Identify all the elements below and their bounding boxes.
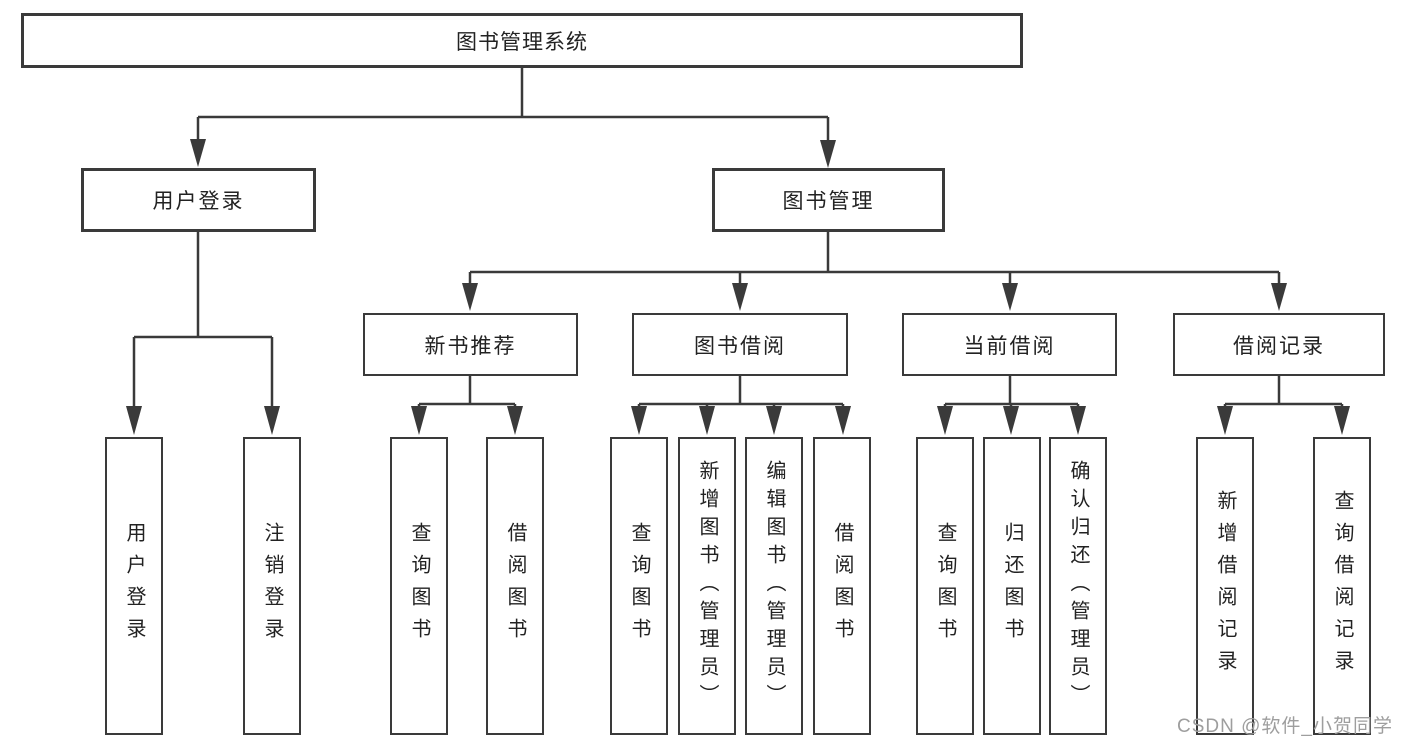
leaf-confirm-return-admin: 确认归还（管理员） xyxy=(1049,437,1107,735)
node-borrow-records: 借阅记录 xyxy=(1173,313,1385,376)
leaf-edit-book-admin-label: 编辑图书（管理员） xyxy=(763,460,785,712)
leaf-query-books-borrow-label: 查询图书 xyxy=(628,522,650,650)
leaf-query-books-current: 查询图书 xyxy=(916,437,974,735)
leaf-query-books-current-label: 查询图书 xyxy=(934,522,956,650)
edge-root-to-level2 xyxy=(196,66,830,145)
leaf-add-book-admin-label: 新增图书（管理员） xyxy=(696,460,718,712)
leaf-add-borrow-record-label: 新增借阅记录 xyxy=(1214,490,1236,682)
leaf-query-books-recommend-label: 查询图书 xyxy=(408,522,430,650)
node-book-management: 图书管理 xyxy=(712,168,945,232)
leaf-query-borrow-record-label: 查询借阅记录 xyxy=(1331,490,1353,682)
leaf-edit-book-admin: 编辑图书（管理员） xyxy=(745,437,803,735)
leaf-user-login: 用户登录 xyxy=(105,437,163,735)
node-current-borrow: 当前借阅 xyxy=(902,313,1117,376)
leaf-query-borrow-record: 查询借阅记录 xyxy=(1313,437,1371,735)
edge-user-login-children xyxy=(132,230,274,412)
leaf-add-borrow-record: 新增借阅记录 xyxy=(1196,437,1254,735)
leaf-query-books-recommend: 查询图书 xyxy=(390,437,448,735)
leaf-confirm-return-admin-label: 确认归还（管理员） xyxy=(1067,460,1089,712)
edge-book-borrow-children xyxy=(637,374,845,412)
csdn-watermark: CSDN @软件_小贺同学 xyxy=(1177,716,1393,737)
leaf-logout-login: 注销登录 xyxy=(243,437,301,735)
leaf-return-book-label: 归还图书 xyxy=(1001,522,1023,650)
leaf-add-book-admin: 新增图书（管理员） xyxy=(678,437,736,735)
arrowheads xyxy=(126,139,1350,435)
leaf-borrow-books-label: 借阅图书 xyxy=(831,522,853,650)
node-book-borrow: 图书借阅 xyxy=(632,313,848,376)
edge-book-management-children xyxy=(468,230,1281,290)
node-user-login: 用户登录 xyxy=(81,168,316,232)
leaf-borrow-books: 借阅图书 xyxy=(813,437,871,735)
leaf-borrow-books-recommend-label: 借阅图书 xyxy=(504,522,526,650)
edge-new-book-children xyxy=(417,374,517,412)
edge-borrow-record-children xyxy=(1223,374,1344,412)
leaf-logout-login-label: 注销登录 xyxy=(261,522,283,650)
leaf-borrow-books-recommend: 借阅图书 xyxy=(486,437,544,735)
node-new-book-recommend: 新书推荐 xyxy=(363,313,578,376)
leaf-query-books-borrow: 查询图书 xyxy=(610,437,668,735)
node-root-system: 图书管理系统 xyxy=(21,13,1023,68)
leaf-user-login-label: 用户登录 xyxy=(123,522,145,650)
leaf-return-book: 归还图书 xyxy=(983,437,1041,735)
